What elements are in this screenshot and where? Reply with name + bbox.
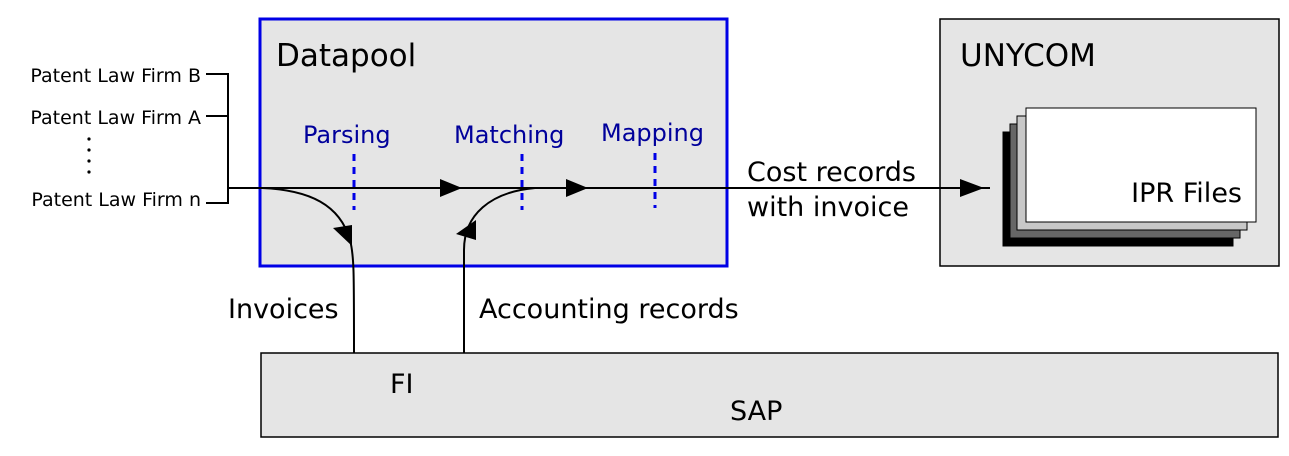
accounting-records-label: Accounting records [479,294,739,325]
step-matching: Matching [454,121,564,149]
unycom-title: UNYCOM [960,38,1096,74]
source-firm-n: Patent Law Firm n [31,189,201,211]
cost-records-label-line2: with invoice [747,192,909,223]
file-layer-1 [1025,107,1257,223]
ipr-files-stack: IPR Files [1002,107,1257,247]
cost-records-label-line1: Cost records [747,157,916,188]
source-firm-a: Patent Law Firm A [30,107,201,129]
sap-title: SAP [730,396,782,427]
invoices-label: Invoices [228,294,339,325]
invoices-arrow [333,225,352,246]
flow-arrow-3 [960,179,984,197]
sap-box [260,352,1279,438]
accounting-flow [463,187,536,353]
step-parsing: Parsing [303,121,391,149]
sap-module-fi: FI [390,369,414,400]
source-bracket [206,73,229,204]
ellipsis-dots [87,137,91,174]
source-firm-b: Patent Law Firm B [30,65,201,87]
datapool-title: Datapool [276,38,416,74]
ipr-files-label: IPR Files [1131,178,1242,209]
accounting-arrow [456,220,476,240]
flow-arrow-1 [440,179,462,197]
step-mapping: Mapping [601,119,704,147]
datapool-box [258,17,729,268]
flow-arrow-2 [566,179,588,197]
